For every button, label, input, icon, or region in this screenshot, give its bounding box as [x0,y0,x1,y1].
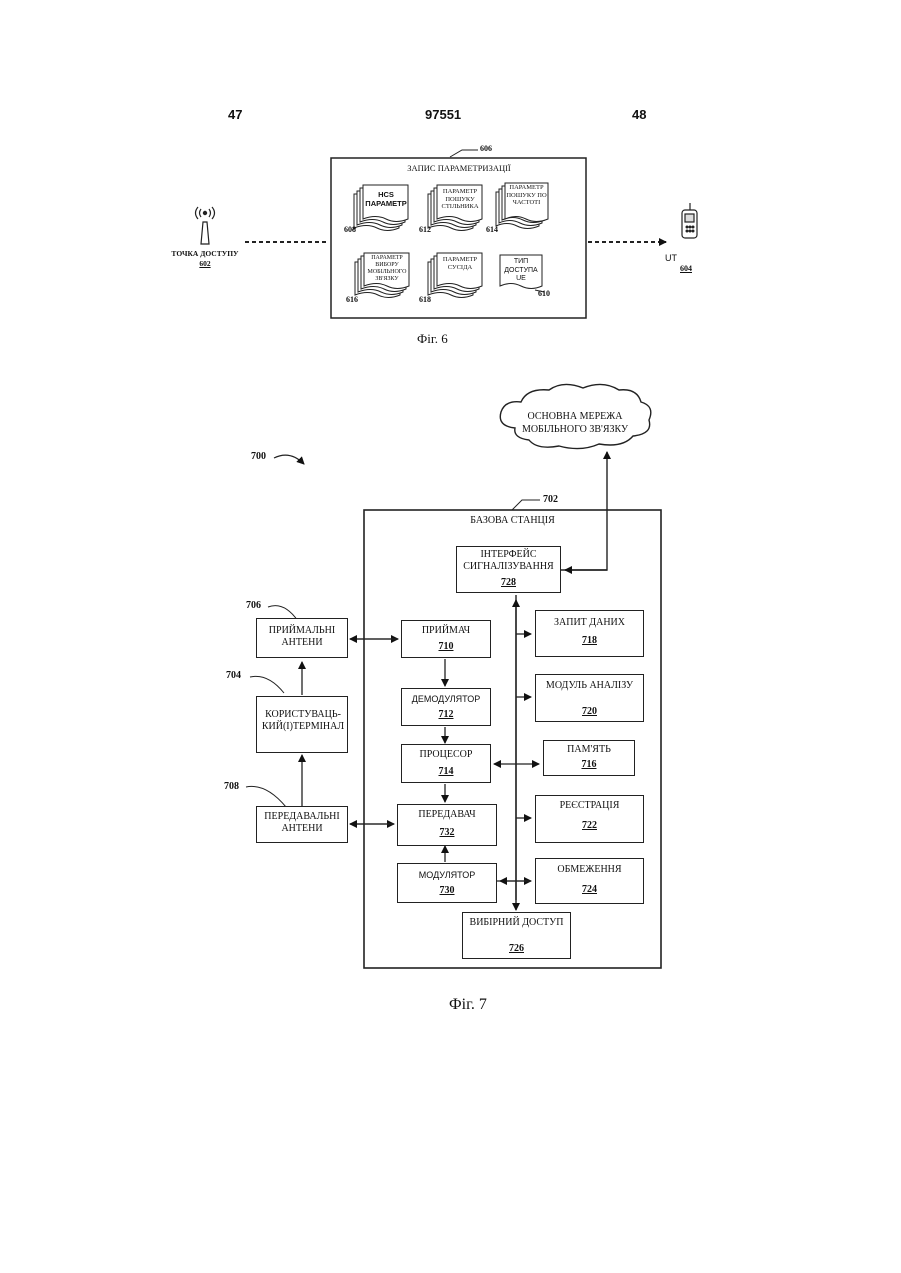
signaling-interface-block: ІНТЕРФЕЙС СИГНАЛІЗУВАННЯ 728 [456,546,561,593]
memory-ref: 716 [544,759,634,771]
registration-label: РЕЄСТРАЦІЯ [536,800,643,812]
doc-ref-612: 612 [419,224,431,236]
receive-antennas-label: ПРИЙМАЛЬНІ АНТЕНИ [257,625,347,649]
user-terminal-ref: 704 [226,670,241,682]
access-point-ref: 602 [160,258,250,270]
doc-hcs-parameter: HCS ПАРАМЕТР [364,190,408,208]
registration-block: РЕЄСТРАЦІЯ 722 [535,795,644,843]
receive-antennas-block: ПРИЙМАЛЬНІ АНТЕНИ [256,618,348,658]
fig7-ref: 700 [251,451,266,463]
doc-ue-access-type: ТИП ДОСТУПА UE [500,258,542,284]
modulator-block: МОДУЛЯТОР 730 [397,863,497,903]
doc-ref-618: 618 [419,294,431,306]
signaling-interface-label: ІНТЕРФЕЙС СИГНАЛІЗУВАННЯ [457,549,560,573]
transmit-antennas-ref: 708 [224,781,239,793]
doc-ref-614: 614 [486,224,498,236]
selective-access-label: ВИБІРНИЙ ДОСТУП [463,917,570,929]
data-request-label: ЗАПИТ ДАНИХ [536,617,643,629]
core-network-label: ОСНОВНА МЕРЕЖА МОБІЛЬНОГО ЗВ'ЯЗКУ [515,410,635,436]
demodulator-label: ДЕМОДУЛЯТОР [402,693,490,705]
restriction-ref: 724 [536,884,643,896]
access-point-antenna-icon [196,207,215,244]
processor-block: ПРОЦЕСОР 714 [401,744,491,783]
processor-ref: 714 [402,766,490,778]
transmit-antennas-label: ПЕРЕДАВАЛЬНІ АНТЕНИ [257,811,347,835]
registration-ref: 722 [536,820,643,832]
record-ref: 606 [480,143,492,155]
fig6-caption: Фіг. 6 [417,331,448,347]
analysis-module-ref: 720 [536,706,643,718]
receive-antennas-ref: 706 [246,600,261,612]
data-request-block: ЗАПИТ ДАНИХ 718 [535,610,644,657]
doc-ref-610: 610 [538,288,550,300]
receiver-label: ПРИЙМАЧ [402,625,490,637]
transmitter-block: ПЕРЕДАВАЧ 732 [397,804,497,846]
memory-label: ПАМ'ЯТЬ [544,744,634,756]
modulator-ref: 730 [398,885,496,897]
user-terminal-phone-icon [682,203,697,238]
analysis-module-label: МОДУЛЬ АНАЛІЗУ [536,680,643,692]
restriction-label: ОБМЕЖЕННЯ [536,864,643,876]
data-request-ref: 718 [536,635,643,647]
memory-block: ПАМ'ЯТЬ 716 [543,740,635,776]
processor-label: ПРОЦЕСОР [402,749,490,761]
doc-neighbor-parameter: ПАРАМЕТР СУСІДА [438,256,482,271]
receiver-ref: 710 [402,641,490,653]
selective-access-ref: 726 [463,943,570,955]
modulator-label: МОДУЛЯТОР [398,869,496,881]
demodulator-block: ДЕМОДУЛЯТОР 712 [401,688,491,726]
transmitter-ref: 732 [398,827,496,839]
transmit-antennas-block: ПЕРЕДАВАЛЬНІ АНТЕНИ [256,806,348,843]
doc-frequency-search-parameter: ПАРАМЕТР ПОШУКУ ПО ЧАСТОТІ [505,184,548,207]
demodulator-ref: 712 [402,709,490,721]
record-title: ЗАПИС ПАРАМЕТРИЗАЦІЇ [340,162,578,174]
receiver-block: ПРИЙМАЧ 710 [401,620,491,658]
analysis-module-block: МОДУЛЬ АНАЛІЗУ 720 [535,674,644,722]
doc-ref-608: 608 [344,224,356,236]
selective-access-block: ВИБІРНИЙ ДОСТУП 726 [462,912,571,959]
doc-mobile-selection-parameter: ПАРАМЕТР ВИБОРУ МОБІЛЬНОГО ЗВ'ЯЗКУ [365,255,409,283]
ut-label: UT [665,252,677,264]
restriction-block: ОБМЕЖЕННЯ 724 [535,858,644,904]
doc-ref-616: 616 [346,294,358,306]
user-terminal-label: КОРИСТУВАЦЬ-КИЙ(І)ТЕРМІНАЛ [259,709,347,733]
base-station-ref: 702 [543,494,558,506]
doc-cell-search-parameter: ПАРАМЕТР ПОШУКУ СТІЛЬНИКА [438,188,482,211]
base-station-label: БАЗОВА СТАНЦІЯ [364,515,661,527]
ut-ref: 604 [680,263,692,275]
fig7-caption: Фіг. 7 [449,996,487,1014]
transmitter-label: ПЕРЕДАВАЧ [398,809,496,821]
signaling-interface-ref: 728 [457,577,560,589]
user-terminal-block: КОРИСТУВАЦЬ-КИЙ(І)ТЕРМІНАЛ [256,696,348,753]
